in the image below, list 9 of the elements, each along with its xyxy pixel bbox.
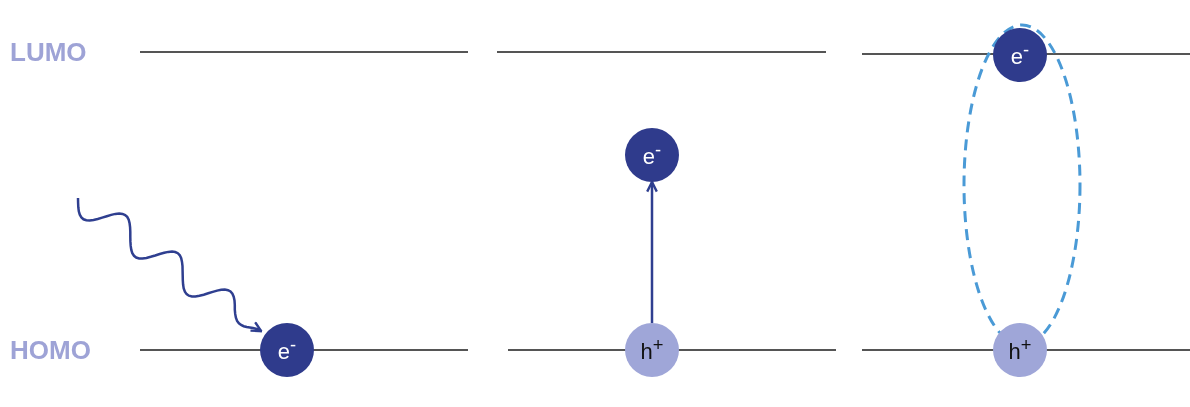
- arrow: [646, 180, 658, 323]
- energy-level-label: LUMO: [10, 37, 87, 68]
- electron-circle: e$^{-}$: [993, 28, 1047, 82]
- hole-circle: h$^{+}$: [625, 323, 679, 377]
- energy-level-label: HOMO: [10, 335, 91, 366]
- electron-circle: e$^{-}$: [625, 128, 679, 182]
- wavy-arrow: [76, 197, 263, 333]
- hole-circle: h$^{+}$: [993, 323, 1047, 377]
- electron-circle: e$^{-}$: [260, 323, 314, 377]
